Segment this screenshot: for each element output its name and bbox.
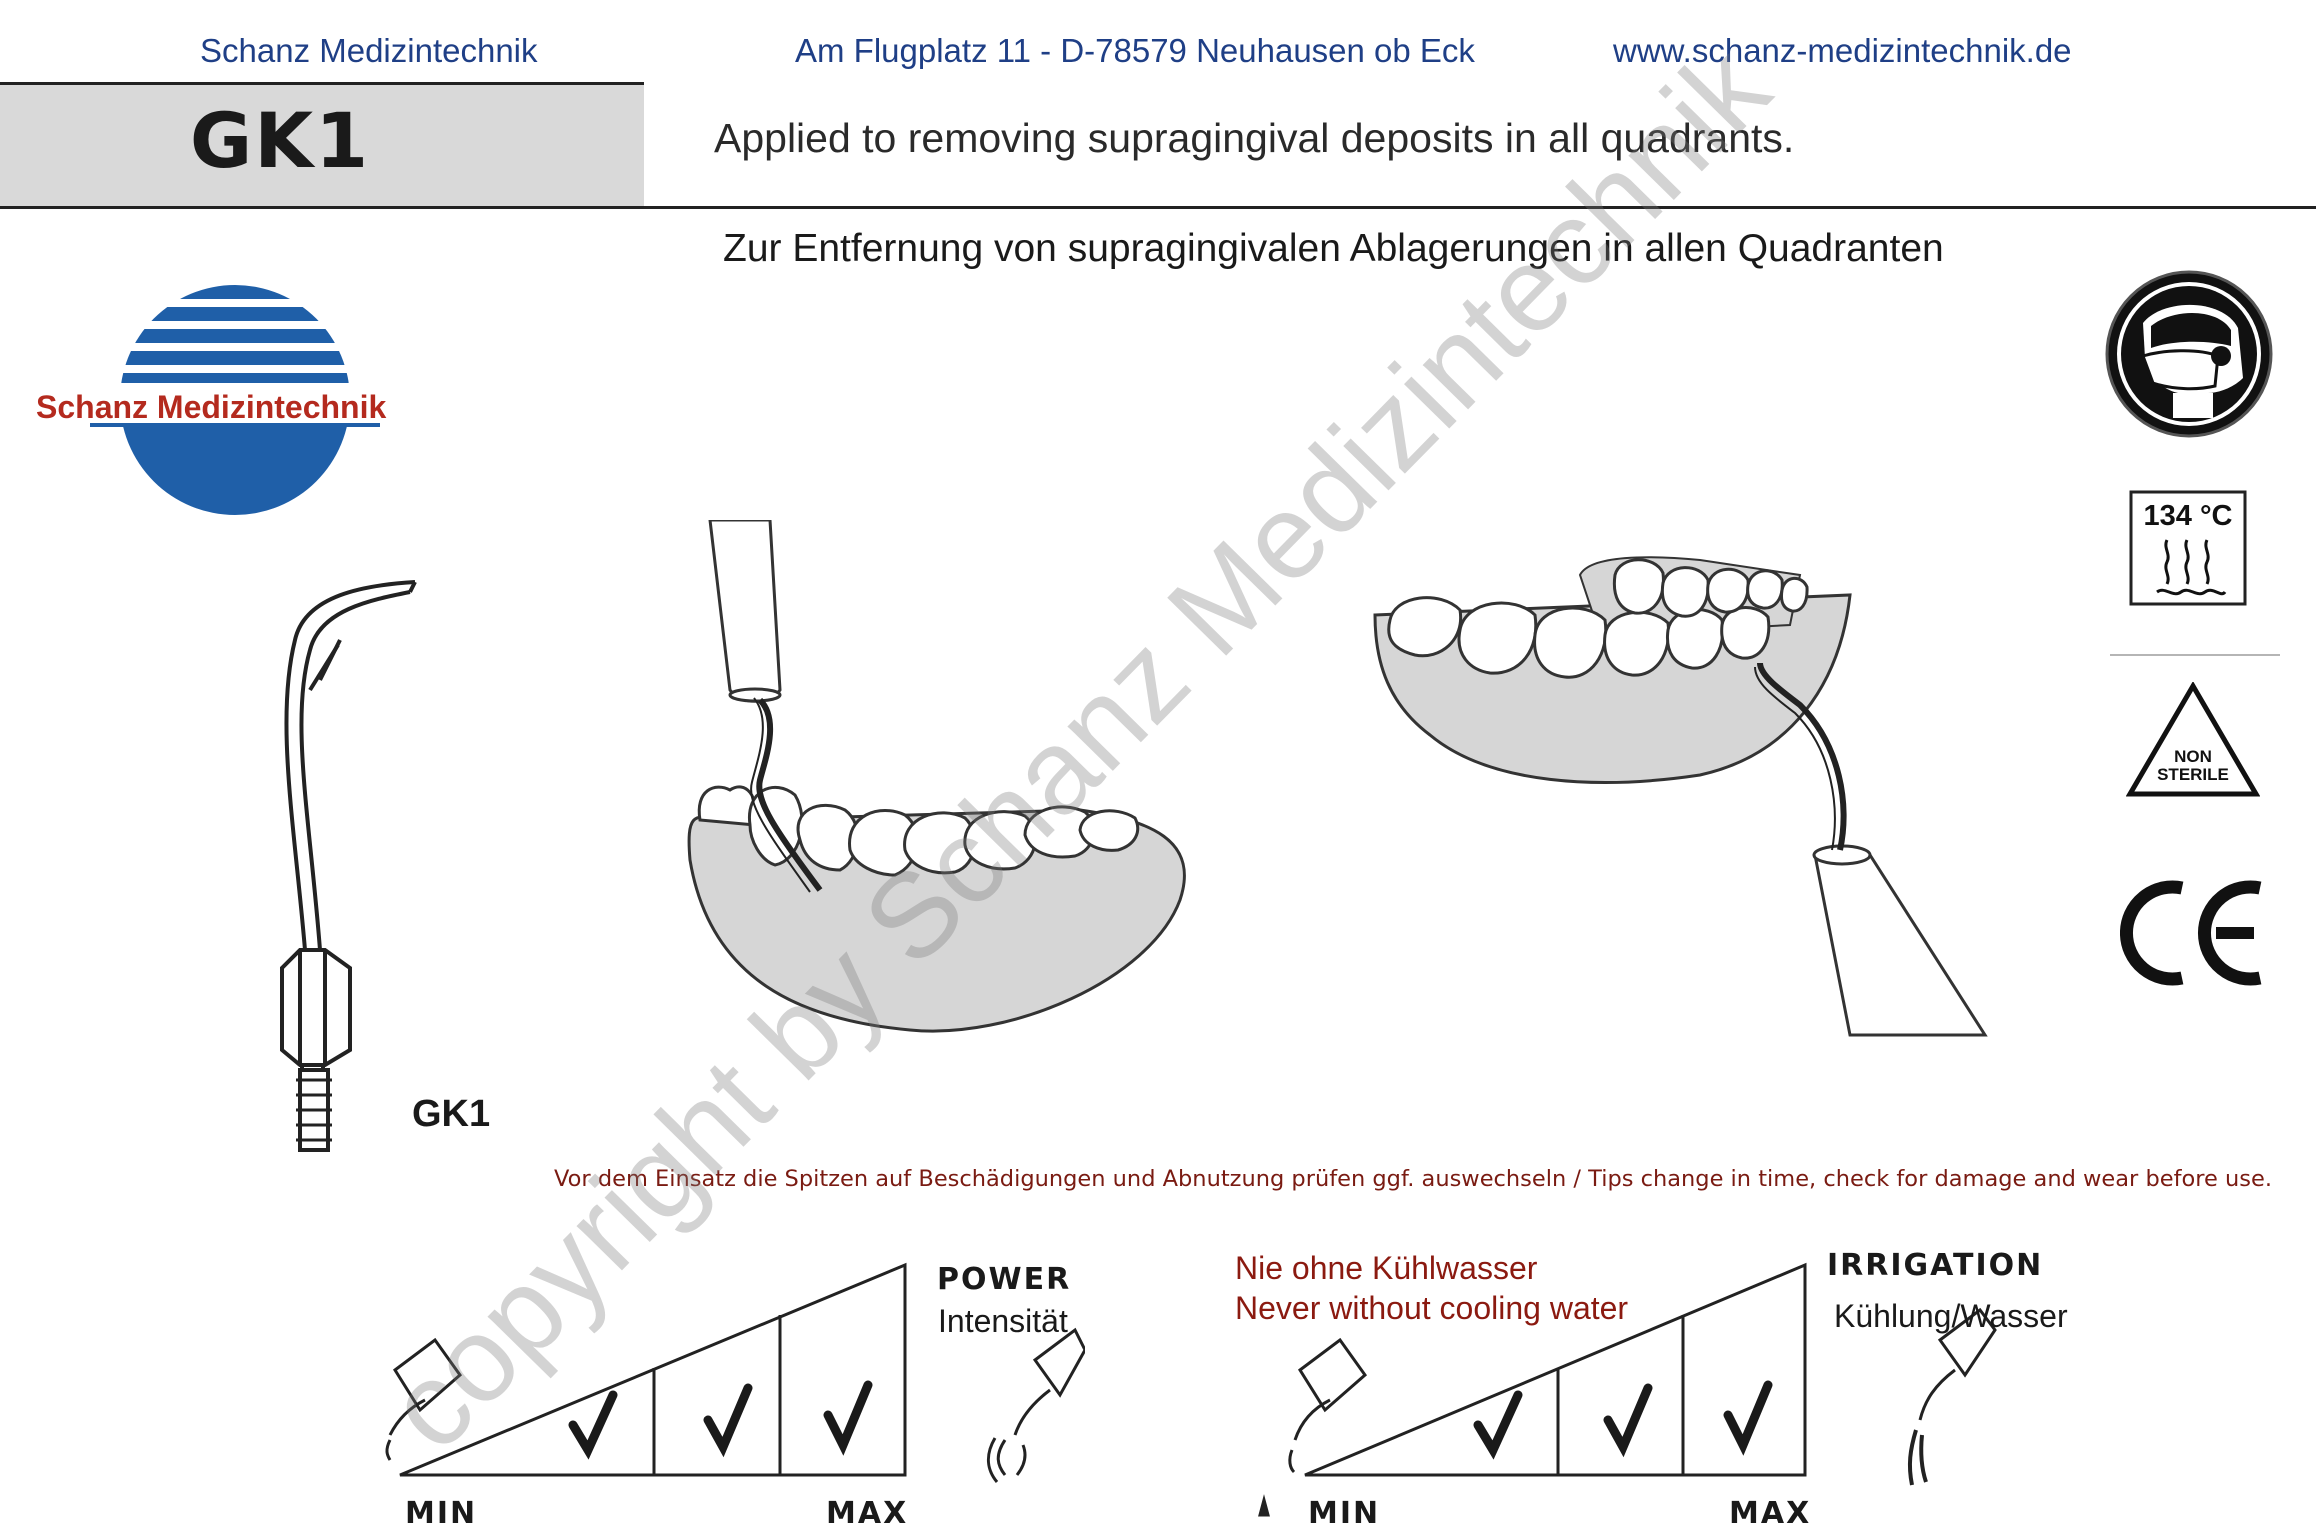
dental-illustration-lower — [687, 520, 1186, 1033]
header-divider — [0, 206, 2316, 209]
description-en: Applied to removing supragingival deposi… — [714, 115, 1795, 161]
title-box — [0, 82, 644, 206]
power-checkmarks — [568, 1380, 873, 1460]
irrigation-check-2 — [1473, 1390, 1523, 1460]
tip-label: GK1 — [412, 1093, 491, 1135]
scaler-water-icon-max — [1907, 1307, 1997, 1486]
irrigation-checkmarks — [1473, 1380, 1773, 1460]
symbol-divider — [2110, 654, 2280, 656]
power-subtitle: Intensität — [938, 1303, 1068, 1339]
non-sterile-line2: STERILE — [2157, 765, 2229, 784]
tip-illustration — [280, 580, 417, 1152]
irrigation-title: IRRIGATION — [1827, 1248, 2044, 1283]
power-min-label: MIN — [405, 1496, 478, 1531]
ce-mark-icon — [2120, 880, 2262, 986]
non-sterile-line1: NON — [2174, 747, 2212, 766]
face-mask-eye-protection-icon — [2105, 270, 2273, 438]
irrigation-note-de: Nie ohne Kühlwasser — [1235, 1250, 1538, 1286]
irrigation-check-4 — [1723, 1380, 1773, 1456]
header-company: Schanz Medizintechnik — [200, 32, 538, 69]
irrigation-check-3 — [1603, 1383, 1653, 1458]
power-check-2 — [568, 1390, 618, 1460]
scaler-water-icon-min — [1258, 1337, 1368, 1517]
company-logo: Schanz Medizintechnik — [36, 285, 386, 515]
logo-text: Schanz Medizintechnik — [36, 389, 386, 425]
power-check-4 — [823, 1380, 873, 1456]
irrigation-subtitle: Kühlung/Wasser — [1834, 1298, 2068, 1334]
power-title: POWER — [937, 1262, 1072, 1297]
temperature-134-icon: 134 °C — [2129, 490, 2247, 606]
irrigation-max-label: MAX — [1729, 1496, 1812, 1531]
irrigation-note-en: Never without cooling water — [1235, 1290, 1629, 1326]
power-panel — [385, 1262, 1085, 1483]
description-de: Zur Entfernung von supragingivalen Ablag… — [723, 227, 1944, 270]
power-check-3 — [703, 1383, 753, 1458]
non-sterile-icon: NON STERILE — [2126, 682, 2260, 797]
irrigation-min-label: MIN — [1308, 1496, 1381, 1531]
power-max-label: MAX — [826, 1496, 909, 1531]
scaler-icon-max — [987, 1327, 1085, 1483]
dental-illustration-upper — [1373, 556, 1988, 1037]
irrigation-panel — [1258, 1262, 1997, 1517]
product-code: GK1 — [189, 96, 371, 185]
header-website[interactable]: www.schanz-medizintechnik.de — [1613, 32, 2072, 69]
scaler-icon-min — [385, 1337, 463, 1461]
temperature-label: 134 °C — [2144, 500, 2233, 532]
header-address: Am Flugplatz 11 - D-78579 Neuhausen ob E… — [795, 32, 1475, 69]
warning-text: Vor dem Einsatz die Spitzen auf Beschädi… — [554, 1166, 2272, 1192]
